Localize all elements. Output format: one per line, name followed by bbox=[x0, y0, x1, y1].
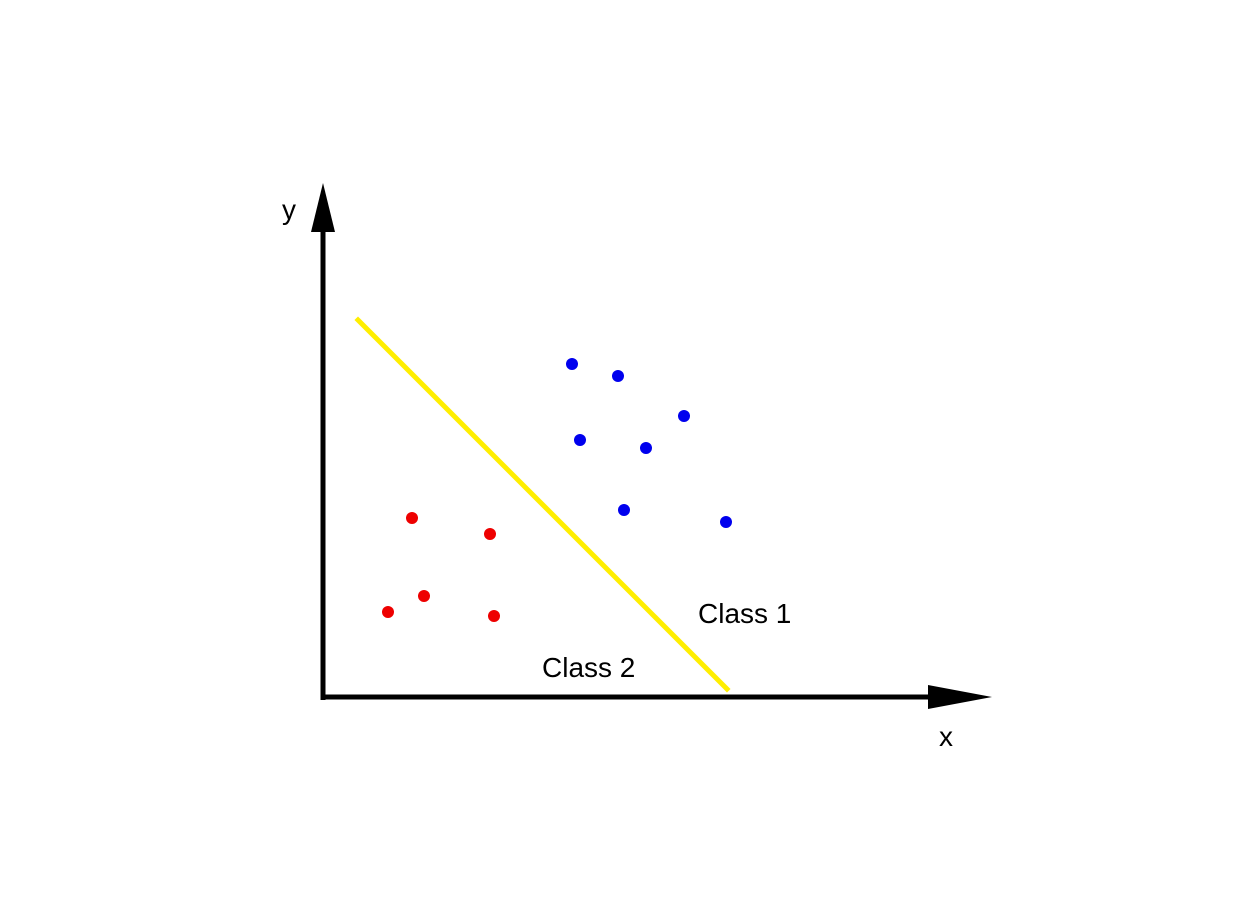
class-2-point bbox=[484, 528, 496, 540]
decision-boundary-line bbox=[354, 316, 731, 693]
class-1-point bbox=[574, 434, 586, 446]
x-axis bbox=[321, 685, 992, 709]
class-1-point bbox=[566, 358, 578, 370]
x-axis-arrowhead bbox=[928, 685, 992, 709]
class-2-point bbox=[382, 606, 394, 618]
class-2-point bbox=[406, 512, 418, 524]
x-axis-label: x bbox=[939, 721, 953, 752]
y-axis bbox=[311, 183, 335, 700]
class-1-point bbox=[640, 442, 652, 454]
class-2-points bbox=[382, 512, 500, 622]
class-2-label: Class 2 bbox=[542, 652, 635, 683]
class-1-points bbox=[566, 358, 732, 528]
class-2-point bbox=[488, 610, 500, 622]
class-2-point bbox=[418, 590, 430, 602]
y-axis-arrowhead bbox=[311, 183, 335, 232]
class-1-point bbox=[678, 410, 690, 422]
class-1-point bbox=[618, 504, 630, 516]
class-1-label: Class 1 bbox=[698, 598, 791, 629]
y-axis-label: y bbox=[282, 194, 296, 225]
class-1-point bbox=[612, 370, 624, 382]
class-1-point bbox=[720, 516, 732, 528]
